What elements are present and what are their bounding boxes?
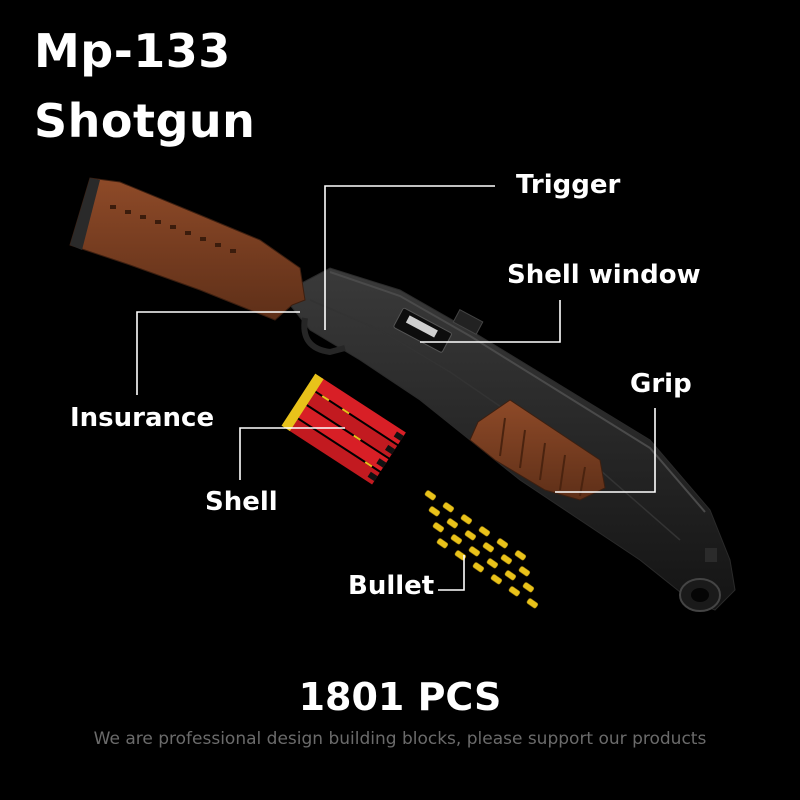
shell-window-label: Shell window <box>507 260 701 290</box>
bullet-piece <box>432 522 445 533</box>
bullet-piece <box>450 534 463 545</box>
product-title-line-2: Shotgun <box>34 94 256 148</box>
insurance-label: Insurance <box>70 403 215 433</box>
trigger-leader-line <box>324 185 495 330</box>
wood-stock <box>69 177 306 321</box>
shell-leader-line <box>239 427 345 480</box>
shell-label: Shell <box>205 487 278 517</box>
callout-lines <box>136 185 656 591</box>
tagline: We are professional design building bloc… <box>93 729 707 749</box>
bullet-piece <box>482 542 495 553</box>
product-title-line-1: Mp-133 <box>34 24 231 78</box>
bullet-leader-line <box>438 555 465 591</box>
bullet-group <box>424 490 539 609</box>
bullet-piece <box>446 518 459 529</box>
insurance-leader-line <box>136 311 300 395</box>
grip-label: Grip <box>630 369 692 399</box>
bullet-piece <box>522 582 535 593</box>
piece-count: 1801 PCS <box>298 675 502 719</box>
trigger-label: Trigger <box>516 170 621 200</box>
bullet-piece <box>518 566 531 577</box>
bullet-label: Bullet <box>348 571 435 601</box>
bullet-piece <box>478 526 491 537</box>
bullet-piece <box>504 570 517 581</box>
bullet-piece <box>468 546 481 557</box>
bullet-piece <box>442 502 455 513</box>
bullet-piece <box>464 530 477 541</box>
bullet-piece <box>424 490 437 501</box>
bullet-piece <box>472 562 485 573</box>
bullet-piece <box>490 574 503 585</box>
bullet-piece <box>436 538 449 549</box>
bullet-piece <box>496 538 509 549</box>
bullet-piece <box>428 506 441 517</box>
bullet-piece <box>486 558 499 569</box>
bullet-piece <box>508 586 521 597</box>
shell-group <box>281 373 406 485</box>
bullet-piece <box>526 598 539 609</box>
bullet-piece <box>500 554 513 565</box>
grip-leader-line <box>555 408 656 493</box>
bullet-piece <box>514 550 527 561</box>
bullet-piece <box>460 514 473 525</box>
shell-window-leader-line <box>420 300 561 343</box>
bullet-piece <box>454 550 467 561</box>
wood-grip <box>469 399 606 501</box>
